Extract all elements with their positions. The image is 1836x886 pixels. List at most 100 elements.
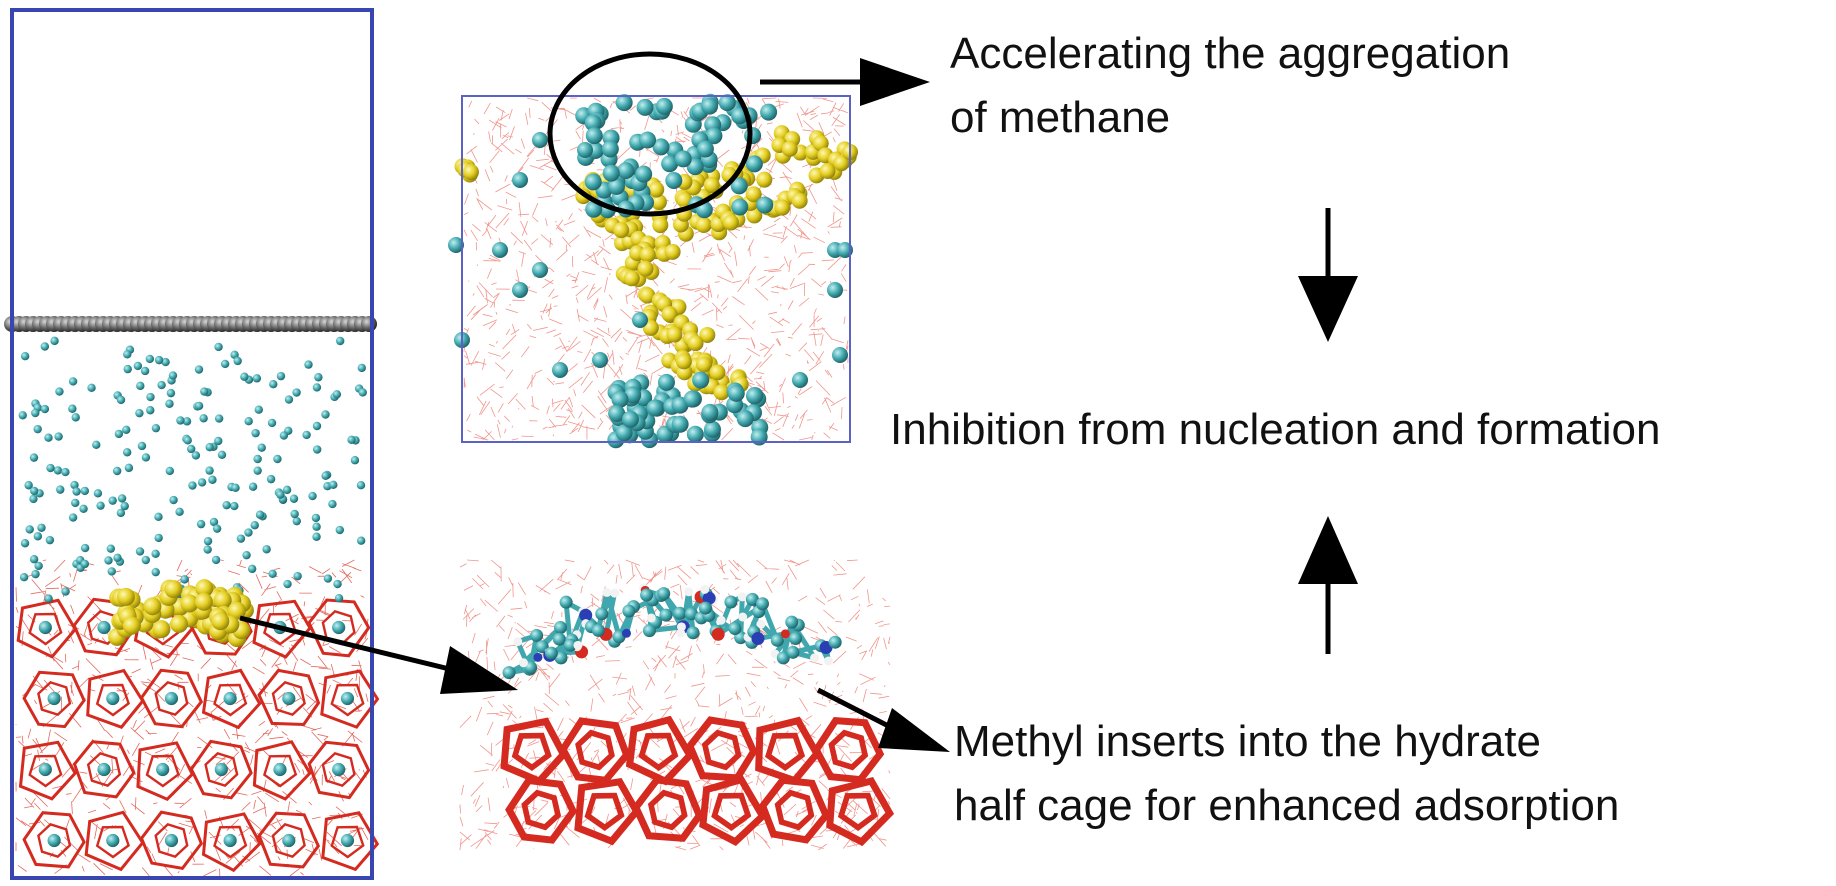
molecule-atom [698,601,712,615]
methane-molecule [335,336,345,346]
methane-molecule [615,424,633,442]
methane-molecule [276,490,285,499]
molecule-atom [544,646,558,660]
methane-molecule [552,362,568,378]
methane-molecule [135,408,144,418]
methane-molecule [312,383,322,392]
methane-molecule [141,453,151,462]
methane-molecule [217,450,227,459]
arrow-left-to-bottom-head [440,646,518,694]
methane-molecule [68,377,78,386]
methane-molecule [321,471,330,480]
methane-molecule [292,388,301,397]
methane-molecule [34,561,43,571]
methane-molecule [356,481,366,490]
methane-molecule [214,342,223,352]
hydrate-cage-inner [575,729,615,771]
methane-molecule [448,237,464,253]
methane-molecule [92,440,101,449]
molecule-atom [591,623,605,637]
methane-molecule [29,555,39,564]
encaged-methane [106,691,120,706]
methane-molecule [80,486,90,496]
molecule-atom [602,587,612,597]
methane-molecule [220,359,230,369]
arrow-head-top-callout [860,58,930,106]
methane-molecule [290,509,299,519]
encaged-methane [106,833,120,848]
molecule-atom [780,629,790,639]
inhibitor-atom [666,326,683,343]
hydrate-cage-inner [638,732,679,772]
hydrate-cage [22,811,86,869]
molecule-atom [610,588,620,598]
methane-molecule [611,390,629,408]
molecule-atom [676,628,686,638]
methane-molecule [146,406,155,415]
methane-molecule [214,414,224,423]
methane-molecule [123,364,132,374]
methane-molecule [222,500,231,510]
methane-molecule [312,445,322,454]
methane-molecule [154,512,163,522]
molecule-atom [573,640,583,650]
molecule-atom [554,651,568,665]
hydrate-cage [307,598,371,658]
methane-molecule [133,361,143,371]
molecule-atom [563,638,577,652]
molecule-atom [553,621,567,635]
inhibitor-atom [745,186,762,203]
methane-molecule [635,165,653,183]
hydrate-cage-inner [511,732,552,772]
methane-molecule [53,466,63,475]
hydrate-cage-inner [145,754,180,788]
encaged-methane [214,762,228,777]
methane-molecule [267,418,277,428]
methane-molecule [312,532,321,541]
methane-molecule [289,494,299,503]
methane-molecule [356,536,366,545]
inhibitor-atom [648,181,665,198]
methane-molecule [117,494,127,503]
methane-molecule [347,435,356,445]
methane-molecule [40,342,50,351]
methane-molecule [116,508,126,518]
callout-bottom-line2: half cage for enhanced adsorption [954,781,1619,830]
inhibitor-atom [675,353,692,370]
hydrate-cage-inner [271,681,306,716]
molecule-atom [770,633,784,647]
methane-molecule [745,387,763,405]
methane-molecule [154,355,164,365]
methane-molecule [231,483,240,493]
inhibitor-atom [639,246,656,263]
inhibitor-atom [687,335,704,352]
inhibitor-atom [613,222,630,239]
encaged-methane [332,762,346,777]
methane-molecule [212,524,222,533]
hydrate-cage [16,598,78,659]
methane-molecule [205,443,214,452]
encaged-methane [97,620,111,635]
methane-molecule [33,424,42,434]
methane-molecule [161,357,170,367]
hydrate-cage [201,668,262,730]
methane-molecule [282,485,292,495]
methane-molecule [269,380,278,389]
methane-molecule [146,392,155,402]
encaged-methane [97,762,111,777]
inhibitor-atom [180,594,199,613]
methane-molecule [262,545,271,554]
methane-molecule [624,386,642,404]
hydrate-cage-inner [321,752,356,787]
methane-molecule [211,555,221,565]
molecule-atom [745,592,759,606]
methane-molecule [24,481,33,490]
hydrate-cage-inner [828,729,869,771]
hydrate-cage [189,739,253,800]
molecule-atom [786,645,800,659]
molecule-atom [640,588,654,602]
methane-molecule [332,390,342,399]
methane-molecule [205,466,214,475]
methane-molecule [745,155,763,173]
molecule-atom [776,651,790,665]
